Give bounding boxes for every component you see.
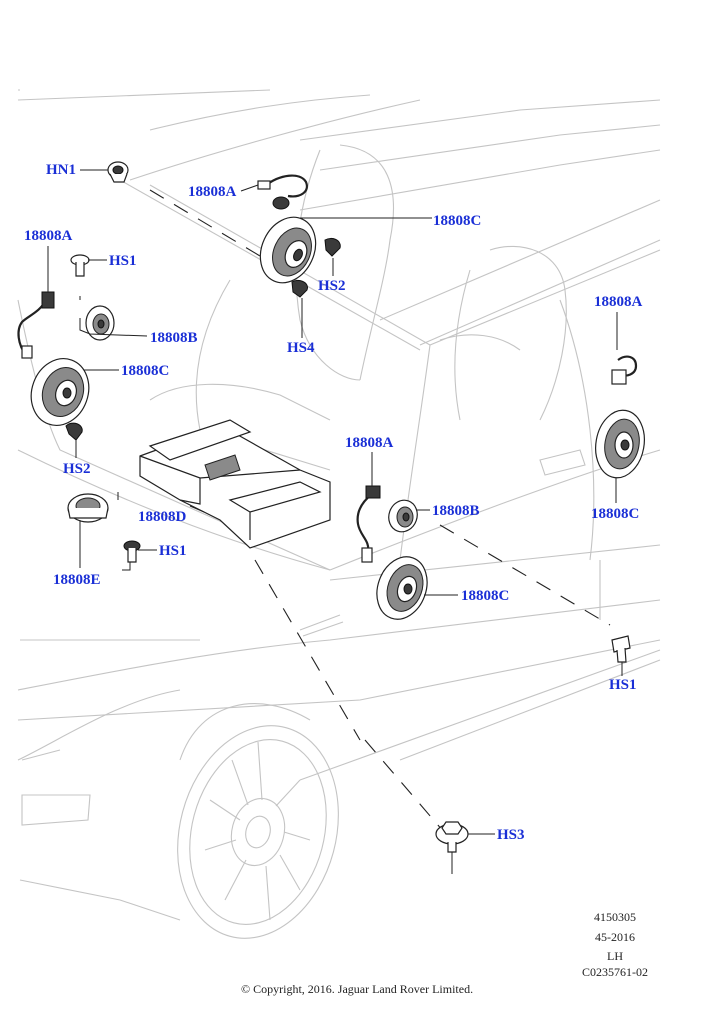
callout-18808c-front-top[interactable]: 18808C [433, 213, 482, 229]
callout-hs2-top[interactable]: HS2 [318, 278, 346, 294]
tweeter-18808b-left[interactable] [85, 305, 115, 341]
callout-18808c-center[interactable]: 18808C [461, 588, 510, 604]
harness-18808a-center[interactable] [356, 485, 381, 563]
screw-hs1-right[interactable] [611, 635, 631, 663]
callout-18808b-left[interactable]: 18808B [150, 330, 198, 346]
callout-18808b-center[interactable]: 18808B [432, 503, 480, 519]
tweeter-18808b-center[interactable] [384, 496, 421, 536]
callout-18808d[interactable]: 18808D [138, 509, 187, 525]
harness-18808a-left[interactable] [17, 291, 55, 359]
speaker-18808c-left[interactable] [22, 350, 98, 433]
amplifier-module-18808d[interactable] [139, 419, 331, 549]
screw-hs2-left[interactable] [65, 422, 83, 441]
callout-hs4[interactable]: HS4 [287, 340, 315, 356]
harness-18808a-front-top[interactable] [257, 174, 308, 210]
callout-hs1-right[interactable]: HS1 [609, 677, 637, 693]
speaker-18808c-right[interactable] [590, 406, 649, 481]
bolt-hs3[interactable] [435, 821, 469, 874]
screw-hs2-top[interactable] [324, 237, 341, 257]
leader-lines [47, 169, 623, 835]
diagram-ref-date: 45-2016 [595, 930, 635, 944]
diagram-ref-code: C0235761-02 [582, 965, 648, 979]
speaker-18808c-front-top[interactable] [250, 208, 326, 292]
callout-18808a-left[interactable]: 18808A [24, 228, 73, 244]
diagram-ref-side: LH [607, 949, 623, 963]
callout-18808a-front-top[interactable]: 18808A [188, 184, 237, 200]
subwoofer-18808e[interactable] [67, 493, 109, 523]
screw-hs1-middle[interactable] [123, 540, 141, 563]
callout-18808a-right[interactable]: 18808A [594, 294, 643, 310]
callout-hs2-left[interactable]: HS2 [63, 461, 91, 477]
callout-hn1[interactable]: HN1 [46, 162, 76, 178]
callout-18808e[interactable]: 18808E [53, 572, 101, 588]
callout-hs1-left[interactable]: HS1 [109, 253, 137, 269]
grommet-hn1[interactable] [104, 161, 129, 183]
vehicle-outline [17, 89, 661, 939]
callout-18808c-right[interactable]: 18808C [591, 506, 640, 522]
speaker-18808c-center[interactable] [369, 550, 436, 627]
screw-hs4[interactable] [291, 279, 308, 298]
callout-18808a-center[interactable]: 18808A [345, 435, 394, 451]
callout-18808c-left[interactable]: 18808C [121, 363, 170, 379]
screw-hs1-left[interactable] [70, 254, 90, 277]
diagram-ref-number: 4150305 [594, 910, 636, 924]
callout-hs3[interactable]: HS3 [497, 827, 525, 843]
callout-hs1-middle[interactable]: HS1 [159, 543, 187, 559]
copyright-notice: © Copyright, 2016. Jaguar Land Rover Lim… [241, 982, 474, 996]
harness-18808a-right[interactable] [611, 355, 638, 385]
